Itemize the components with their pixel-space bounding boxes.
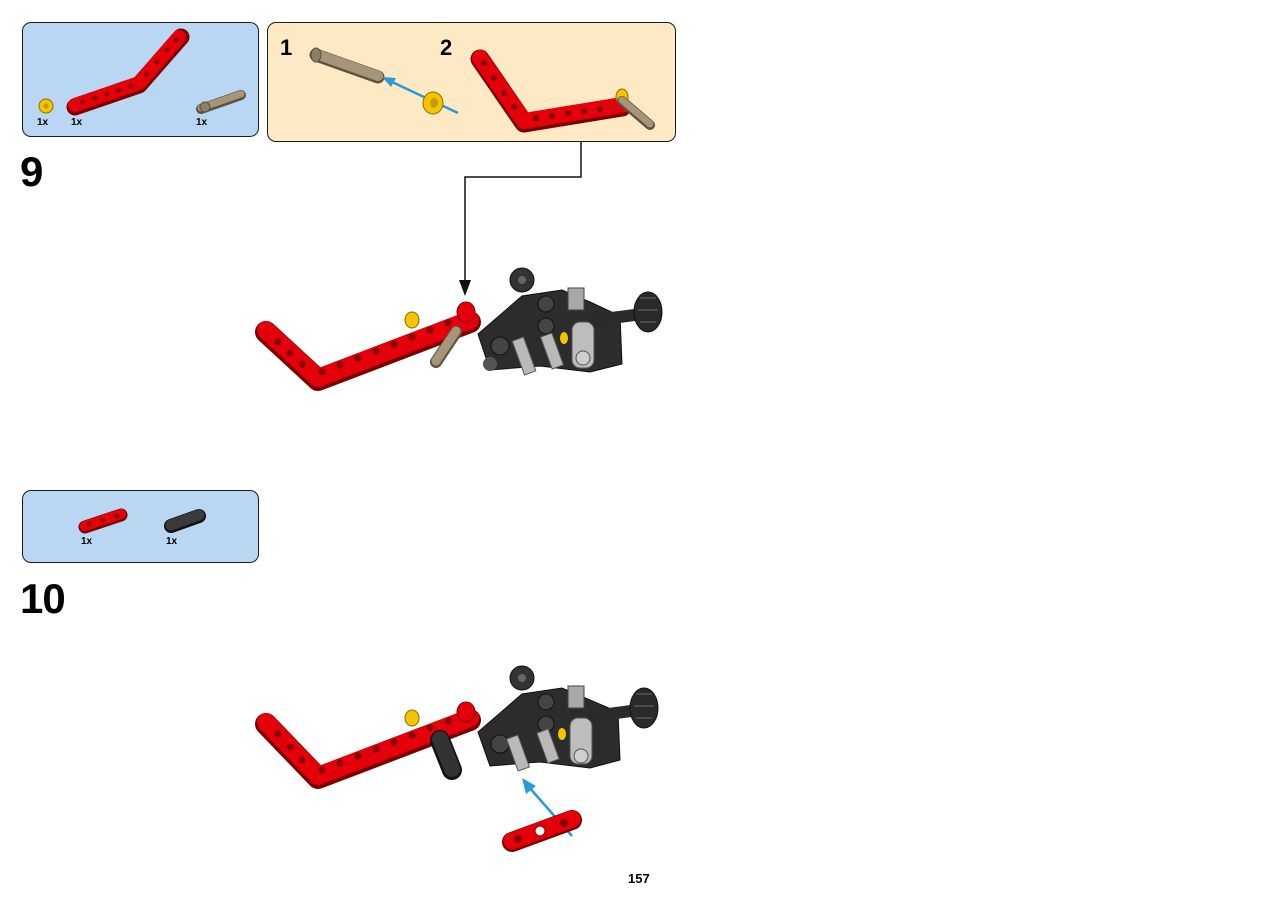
tan-axle-pin-icon: [196, 90, 246, 114]
substep-1-number: 1: [280, 35, 293, 60]
substep-2-number: 2: [440, 35, 453, 60]
bent-beam-qty: 1x: [71, 117, 83, 128]
step9-parts-list: 1x 1x 1x: [22, 22, 259, 137]
step9-subassembly-box: 1 2: [267, 22, 676, 142]
step9-model-illustration: [255, 267, 663, 391]
step9-number: 9: [20, 148, 43, 195]
red-bent-beam-icon: [66, 28, 190, 116]
substep1-yellow-bush-icon: [422, 91, 444, 115]
red-3l-beam-icon: [78, 508, 128, 534]
step10-number: 10: [20, 575, 66, 622]
page-number: 157: [628, 871, 650, 886]
bush-qty: 1x: [37, 117, 49, 128]
substep1-blue-arrow-icon: [382, 77, 459, 115]
step10-model-illustration: [255, 665, 659, 852]
black-pin-qty: 1x: [166, 536, 178, 547]
red-beam-qty: 1x: [81, 536, 93, 547]
yellow-bush-icon: [38, 98, 54, 114]
axle-pin-qty: 1x: [196, 117, 208, 128]
substep1-axle-pin-icon: [309, 47, 385, 84]
step10-parts-list: 1x 1x: [22, 490, 259, 563]
black-pin-icon: [164, 509, 206, 533]
substep2-beam-assembly-icon: [470, 49, 655, 133]
